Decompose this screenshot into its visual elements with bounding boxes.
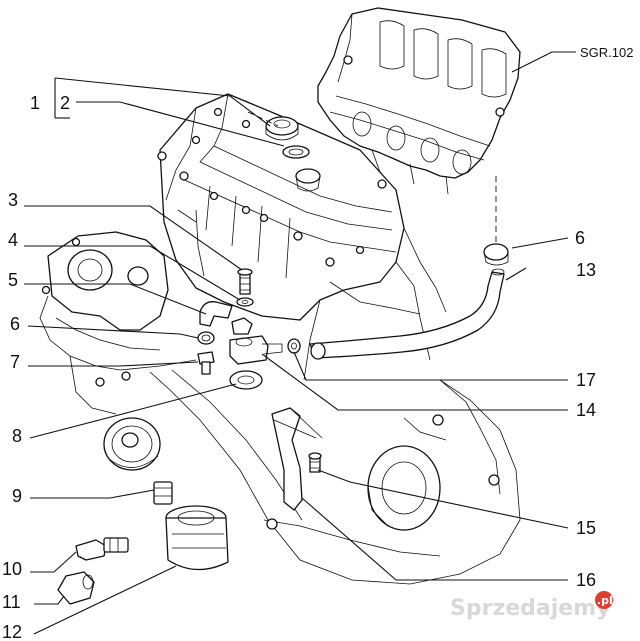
gasket-ring <box>229 370 263 390</box>
crankshaft-pulley <box>103 417 161 471</box>
callout-17: 17 <box>576 370 596 390</box>
filter-nipple <box>153 481 173 505</box>
callout-1: 1 <box>30 93 40 113</box>
breather-valve <box>229 317 283 365</box>
sensor-plug <box>75 537 129 561</box>
timing-cover <box>39 231 197 415</box>
callout-6-right: 6 <box>575 228 585 248</box>
washer <box>236 297 254 307</box>
filter-mount-boss <box>367 445 441 531</box>
callout-11: 11 <box>2 592 21 612</box>
hose-clamp-left <box>197 331 215 345</box>
hose-clamp-upper <box>483 243 509 266</box>
watermark-dot-badge <box>595 591 613 609</box>
watermark: Sprzedajemy .pl <box>450 591 613 621</box>
callout-12: 12 <box>2 622 22 641</box>
leader-lines <box>24 51 576 635</box>
elbow-fitting <box>199 301 233 327</box>
cylinder-head-and-block <box>157 93 447 381</box>
breather-hose <box>309 268 505 360</box>
watermark-suffix: .pl <box>597 594 613 607</box>
rubber-boot <box>57 571 95 605</box>
callout-labels: 1 2 3 4 5 6 7 8 9 10 11 12 6 13 17 14 15… <box>2 45 633 641</box>
watermark-text: Sprzedajemy <box>450 596 611 621</box>
callout-10: 10 <box>2 559 22 579</box>
callout-3: 3 <box>8 190 18 210</box>
breather-neck <box>295 168 321 192</box>
cap-seal-ring <box>282 145 310 159</box>
callout-2: 2 <box>60 93 70 113</box>
drawing-code: SGR.102 <box>580 45 633 60</box>
oil-filter <box>165 505 229 571</box>
banjo-bolt <box>197 351 215 375</box>
axis-line-cap <box>247 111 279 127</box>
dipstick-tube <box>271 407 323 511</box>
callout-7: 7 <box>10 352 20 372</box>
callout-15: 15 <box>576 518 596 538</box>
oil-pressure-sensor <box>308 452 322 473</box>
callout-16: 16 <box>576 570 596 590</box>
callout-14: 14 <box>576 400 596 420</box>
callout-4: 4 <box>8 230 18 250</box>
intake-manifold <box>317 7 521 195</box>
hose-clamp-right <box>287 338 301 354</box>
callout-6-left: 6 <box>10 314 20 334</box>
callout-8: 8 <box>12 426 22 446</box>
callout-5: 5 <box>8 270 18 290</box>
oil-filler-cap <box>265 116 299 141</box>
callout-13: 13 <box>576 260 596 280</box>
callout-9: 9 <box>12 486 22 506</box>
stud-bolt <box>237 268 253 295</box>
